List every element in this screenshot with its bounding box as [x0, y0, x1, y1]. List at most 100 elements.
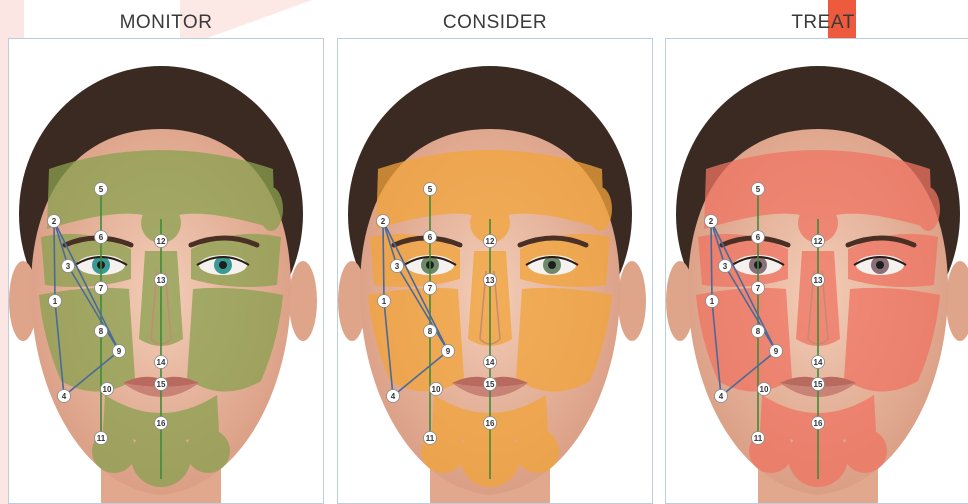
point-label: 13	[157, 276, 166, 285]
point-marker-14: 14	[155, 356, 168, 369]
point-marker-9: 9	[113, 345, 126, 358]
point-label: 7	[756, 284, 761, 293]
point-marker-9: 9	[770, 345, 783, 358]
point-label: 4	[719, 392, 724, 401]
point-label: 8	[756, 327, 761, 336]
point-label: 15	[157, 380, 166, 389]
point-label: 6	[756, 233, 761, 242]
point-marker-13: 13	[812, 274, 825, 287]
point-marker-4: 4	[387, 390, 400, 403]
point-label: 11	[97, 434, 106, 443]
right-ear	[618, 261, 646, 341]
point-marker-6: 6	[424, 231, 437, 244]
point-label: 8	[428, 327, 433, 336]
point-marker-7: 7	[752, 282, 765, 295]
panel-title-consider: CONSIDER	[337, 12, 653, 34]
point-label: 10	[760, 385, 769, 394]
point-marker-3: 3	[391, 260, 404, 273]
point-marker-11: 11	[424, 432, 437, 445]
point-label: 3	[395, 262, 400, 271]
point-label: 11	[426, 434, 435, 443]
point-marker-10: 10	[430, 383, 443, 396]
point-label: 12	[486, 237, 495, 246]
point-marker-6: 6	[95, 231, 108, 244]
point-label: 1	[53, 297, 58, 306]
point-marker-12: 12	[484, 235, 497, 248]
point-label: 6	[99, 233, 104, 242]
point-marker-16: 16	[155, 417, 168, 430]
point-label: 10	[103, 385, 112, 394]
point-marker-2: 2	[377, 215, 390, 228]
point-label: 12	[814, 237, 823, 246]
panel-title-treat: TREAT	[665, 12, 968, 34]
face-panel-monitor: 12345678910111213141516	[8, 38, 324, 504]
point-label: 1	[710, 297, 715, 306]
point-marker-15: 15	[484, 378, 497, 391]
point-marker-3: 3	[62, 260, 75, 273]
point-marker-7: 7	[424, 282, 437, 295]
point-label: 8	[99, 327, 104, 336]
point-marker-10: 10	[758, 383, 771, 396]
point-marker-16: 16	[484, 417, 497, 430]
point-label: 9	[446, 347, 451, 356]
point-label: 5	[756, 185, 761, 194]
point-label: 2	[709, 217, 714, 226]
point-label: 13	[814, 276, 823, 285]
point-marker-5: 5	[424, 183, 437, 196]
point-label: 5	[428, 185, 433, 194]
point-marker-7: 7	[95, 282, 108, 295]
point-marker-15: 15	[812, 378, 825, 391]
face-illustration: 12345678910111213141516	[338, 39, 652, 503]
point-label: 6	[428, 233, 433, 242]
point-marker-14: 14	[484, 356, 497, 369]
point-label: 15	[814, 380, 823, 389]
point-label: 1	[382, 297, 387, 306]
point-marker-13: 13	[484, 274, 497, 287]
point-label: 14	[814, 358, 823, 367]
face-illustration: 12345678910111213141516	[9, 39, 323, 503]
point-label: 16	[814, 419, 823, 428]
point-label: 9	[774, 347, 779, 356]
point-label: 2	[52, 217, 57, 226]
point-label: 2	[381, 217, 386, 226]
point-marker-1: 1	[49, 295, 62, 308]
right-ear	[946, 261, 968, 341]
point-label: 7	[99, 284, 104, 293]
point-marker-12: 12	[155, 235, 168, 248]
point-marker-15: 15	[155, 378, 168, 391]
point-label: 12	[157, 237, 166, 246]
point-label: 11	[754, 434, 763, 443]
point-marker-8: 8	[424, 325, 437, 338]
point-marker-16: 16	[812, 417, 825, 430]
point-marker-14: 14	[812, 356, 825, 369]
right-ear	[289, 261, 317, 341]
face-panel-consider: 12345678910111213141516	[337, 38, 653, 504]
face-panel-treat: 12345678910111213141516	[665, 38, 968, 504]
point-marker-5: 5	[752, 183, 765, 196]
point-marker-8: 8	[95, 325, 108, 338]
point-label: 3	[66, 262, 71, 271]
point-label: 9	[117, 347, 122, 356]
point-marker-2: 2	[48, 215, 61, 228]
point-marker-2: 2	[705, 215, 718, 228]
point-label: 14	[157, 358, 166, 367]
point-label: 4	[391, 392, 396, 401]
point-marker-3: 3	[719, 260, 732, 273]
face-illustration: 12345678910111213141516	[666, 39, 968, 503]
point-label: 10	[432, 385, 441, 394]
point-marker-1: 1	[378, 295, 391, 308]
point-label: 16	[157, 419, 166, 428]
point-marker-4: 4	[715, 390, 728, 403]
point-label: 3	[723, 262, 728, 271]
point-label: 14	[486, 358, 495, 367]
point-label: 5	[99, 185, 104, 194]
point-marker-11: 11	[752, 432, 765, 445]
point-label: 13	[486, 276, 495, 285]
point-marker-4: 4	[58, 390, 71, 403]
point-label: 4	[62, 392, 67, 401]
point-marker-1: 1	[706, 295, 719, 308]
panel-title-monitor: MONITOR	[8, 12, 324, 34]
point-marker-8: 8	[752, 325, 765, 338]
point-label: 15	[486, 380, 495, 389]
point-label: 7	[428, 284, 433, 293]
